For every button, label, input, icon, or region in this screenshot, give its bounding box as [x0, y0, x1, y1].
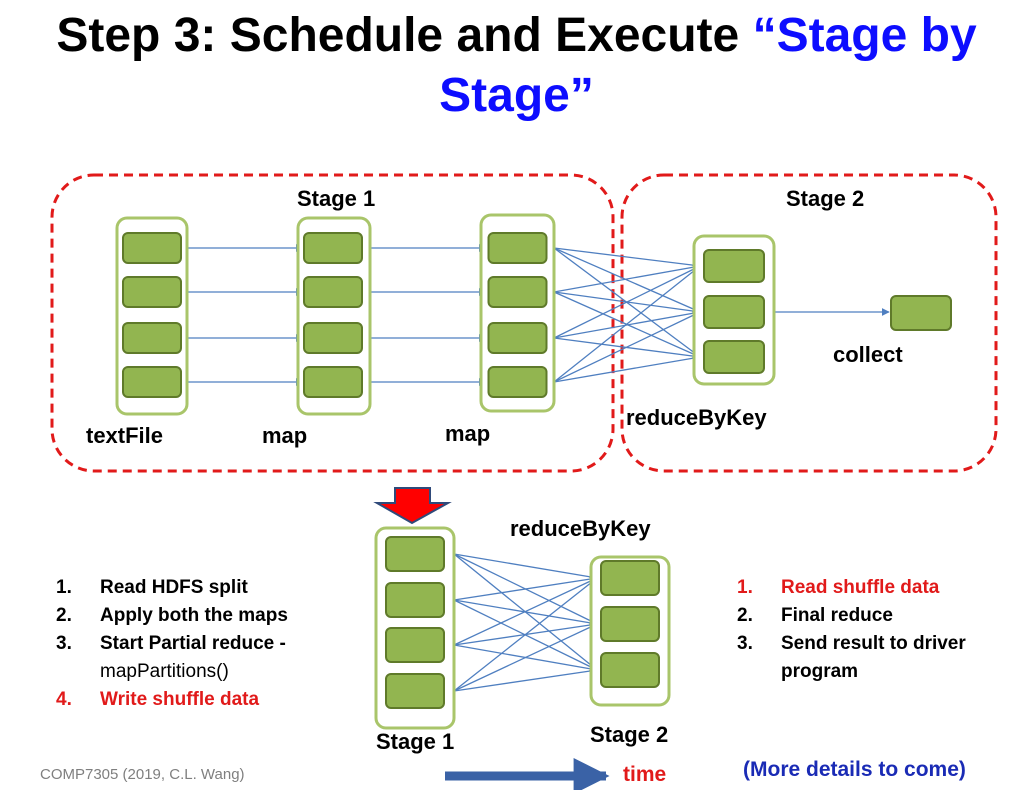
map2-label: map: [445, 421, 491, 446]
list-item: 1.Read HDFS split: [56, 577, 248, 598]
stage2-border: [620, 173, 998, 473]
edge-arrow: [553, 247, 701, 313]
partition-block: [487, 366, 548, 398]
partitions-layer: [115, 213, 952, 730]
partition-block: [303, 366, 363, 398]
collect-label: collect: [833, 342, 903, 367]
textfile-container: [115, 216, 189, 416]
edge-arrow: [553, 265, 701, 383]
edge-arrow: [453, 575, 598, 601]
title-text: Step 3: Schedule and Execute: [56, 9, 753, 62]
list-item: 4.Write shuffle data: [56, 689, 260, 710]
partition-block: [487, 276, 548, 308]
list-item: 2.Final reduce: [737, 605, 893, 626]
partition-block: [303, 276, 363, 308]
partition-block: [385, 673, 445, 709]
textfile-label: textFile: [86, 423, 164, 448]
list-item: 2.Apply both the maps: [56, 605, 288, 626]
partition-block: [703, 249, 765, 283]
edge-arrow: [453, 667, 598, 692]
partition-block: [385, 536, 445, 572]
edge-arrow: [553, 263, 701, 293]
title-highlight: “Stage by Stage”: [439, 9, 977, 122]
partition-block: [122, 366, 182, 398]
footer-credit: COMP7305 (2019, C.L. Wang): [40, 766, 245, 783]
edge-arrow: [553, 311, 701, 383]
stage2-label: Stage 2: [786, 186, 865, 211]
stage1-border: [50, 173, 615, 473]
partition-block: [122, 322, 182, 354]
partition-block: [385, 582, 445, 618]
list-item: 3.Start Partial reduce -mapPartitions(): [56, 633, 286, 682]
partition-block: [600, 606, 660, 642]
edges-layer: [187, 244, 890, 692]
partition-block: [703, 295, 765, 329]
map1-container: [296, 216, 372, 416]
edge-arrow: [453, 577, 598, 692]
edge-arrow: [453, 577, 598, 646]
time-label: time: [623, 763, 667, 786]
down-arrow-icon: [373, 487, 452, 525]
bottom-stage1-label: Stage 1: [376, 729, 455, 754]
partition-block: [600, 560, 660, 596]
bottom-stage2-label: Stage 2: [590, 722, 669, 747]
partition-block: [487, 232, 548, 264]
edge-arrow: [553, 247, 701, 270]
edge-arrow: [553, 354, 701, 383]
partition-block: [600, 652, 660, 688]
partition-block: [122, 276, 182, 308]
slide-title: Step 3: Schedule and Execute “Stage by S…: [0, 6, 1033, 126]
more-details-note: (More details to come): [743, 758, 966, 781]
edge-arrow: [553, 265, 701, 339]
partition-block: [487, 322, 548, 354]
edge-arrow: [453, 553, 598, 581]
list-item: 3.Send result to driver program: [737, 633, 966, 682]
partition-block: [703, 340, 765, 374]
stage1-steps-list: 1.Read HDFS split 2.Apply both the maps …: [56, 574, 376, 714]
partition-block: [890, 295, 952, 331]
stage1-label: Stage 1: [297, 186, 376, 211]
partition-block: [303, 232, 363, 264]
map1-label: map: [262, 423, 308, 448]
partition-block: [385, 627, 445, 663]
stage2-steps-list: 1.Read shuffle data 2.Final reduce 3.Sen…: [737, 574, 1017, 686]
edge-arrow: [453, 623, 598, 692]
bottom-reducebykey-label: reduceByKey: [510, 516, 651, 541]
reducebykey-label: reduceByKey: [626, 405, 767, 430]
list-item: 1.Read shuffle data: [737, 577, 940, 598]
partition-block: [303, 322, 363, 354]
partition-block: [122, 232, 182, 264]
edge-arrow: [553, 309, 701, 339]
